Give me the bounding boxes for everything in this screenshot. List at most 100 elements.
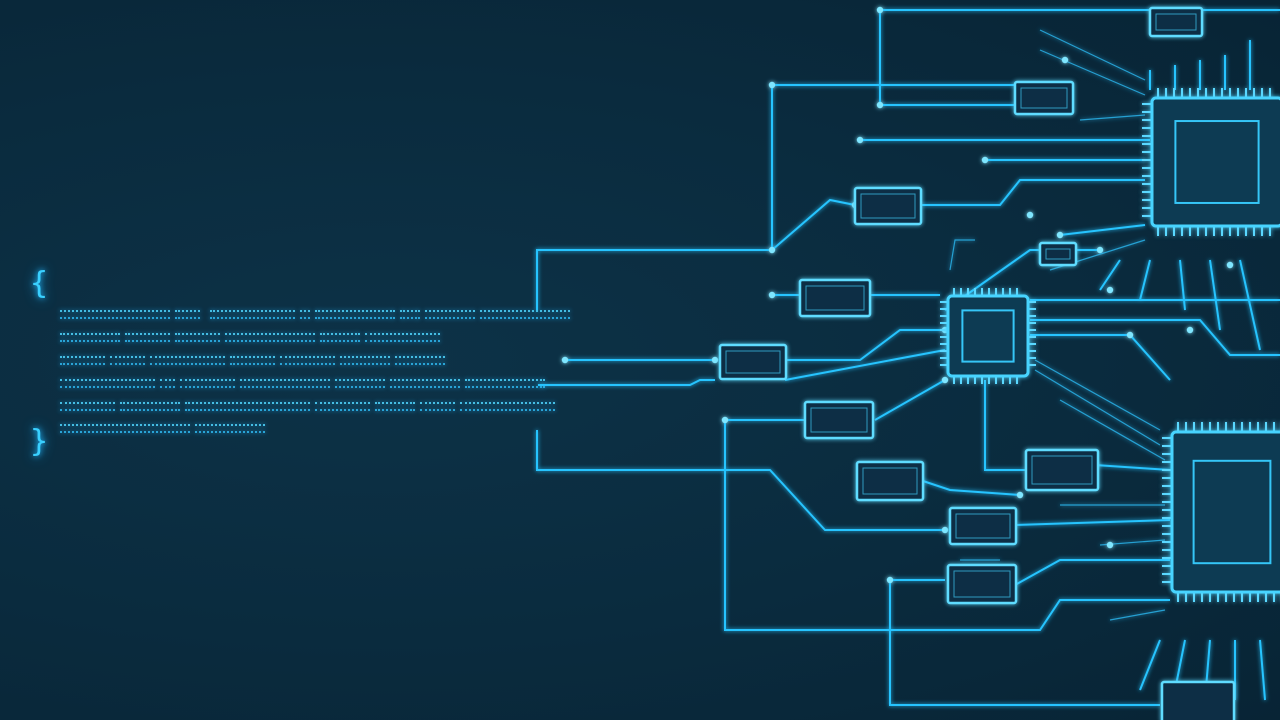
circuit-trace [1034, 359, 1161, 431]
code-token [180, 379, 235, 388]
trace-node [1106, 541, 1114, 549]
code-token [340, 356, 390, 365]
trace-node [721, 416, 729, 424]
bottom-component [1160, 680, 1236, 720]
trace-node [1186, 326, 1194, 334]
circuit-trace [536, 430, 945, 531]
code-token [375, 402, 415, 411]
circuit-trace [785, 329, 945, 361]
circuit-trace [879, 10, 1020, 106]
circuit-trace [1030, 319, 1280, 356]
code-token [175, 310, 200, 319]
open-brace: { [30, 266, 49, 301]
circuit-trace [538, 379, 715, 386]
component-core [810, 407, 868, 433]
center-chip-die [961, 309, 1015, 363]
circuit-trace [1059, 224, 1146, 236]
circuit-trace [1109, 609, 1166, 621]
code-token [465, 379, 545, 388]
circuit-trace [1030, 334, 1171, 381]
component-core [953, 570, 1011, 598]
component-core [725, 350, 781, 374]
circuit-trace [889, 580, 1160, 706]
circuit-trace [1139, 259, 1151, 301]
code-token [60, 310, 170, 319]
microchips [940, 88, 1280, 720]
code-token [230, 356, 275, 365]
circuit-components [718, 6, 1204, 605]
trace-node [1061, 56, 1069, 64]
trace-node [1226, 261, 1234, 269]
component-core [860, 193, 916, 219]
trace-node [856, 136, 864, 144]
component-core [1031, 455, 1093, 485]
code-token [110, 356, 145, 365]
circuit-component [1038, 241, 1078, 267]
code-token [300, 310, 310, 319]
trace-node [1056, 231, 1064, 239]
code-token [225, 333, 315, 342]
circuit-trace [724, 420, 1170, 631]
code-token [390, 379, 460, 388]
code-token [240, 379, 330, 388]
code-token [335, 379, 385, 388]
code-token [420, 402, 455, 411]
circuit-component [1013, 80, 1075, 116]
trace-node [768, 81, 776, 89]
circuit-component [853, 186, 923, 226]
circuit-trace [949, 239, 975, 271]
circuit-trace [1139, 639, 1161, 691]
component-core [805, 285, 865, 311]
trace-node [1026, 211, 1034, 219]
code-token [160, 379, 175, 388]
code-token [60, 356, 105, 365]
code-token [60, 333, 120, 342]
code-token [175, 333, 220, 342]
code-token [125, 333, 170, 342]
circuit-trace [1014, 519, 1171, 526]
circuit-trace [1239, 259, 1261, 351]
trace-node [561, 356, 569, 364]
trace-node [768, 246, 776, 254]
circuit-trace [919, 479, 1021, 496]
code-token [365, 333, 440, 342]
lower-chip [1170, 430, 1280, 594]
main-processor-chip [1150, 96, 1280, 228]
close-brace: } [30, 424, 49, 459]
circuit-component [718, 343, 788, 381]
code-token [120, 402, 180, 411]
code-token [460, 402, 555, 411]
code-token [425, 310, 475, 319]
circuit-trace [1179, 259, 1186, 311]
circuit-trace [771, 198, 856, 251]
trace-node [711, 356, 719, 364]
circuit-component [1148, 6, 1204, 38]
circuit-trace [784, 349, 946, 381]
circuit-component [855, 460, 925, 502]
trace-node [1016, 491, 1024, 499]
circuit-trace [1079, 114, 1146, 121]
trace-node [876, 101, 884, 109]
component-core [955, 513, 1011, 539]
circuit-trace [1039, 29, 1146, 81]
circuit-component [798, 278, 872, 318]
code-token [320, 333, 360, 342]
circuit-component [948, 506, 1018, 546]
trace-node [768, 291, 776, 299]
circuit-trace [1259, 639, 1266, 701]
circuit-trace [1014, 559, 1170, 586]
trace-node [1106, 286, 1114, 294]
circuit-trace [984, 380, 1025, 471]
circuit-traces [536, 6, 1280, 706]
circuit-trace [1039, 49, 1146, 96]
circuit-trace [536, 85, 773, 310]
code-token [60, 402, 115, 411]
code-token [315, 402, 370, 411]
component-core [1020, 87, 1068, 109]
circuit-trace [920, 179, 1145, 206]
circuit-component [1024, 448, 1100, 492]
code-token [185, 402, 310, 411]
code-token [480, 310, 570, 319]
